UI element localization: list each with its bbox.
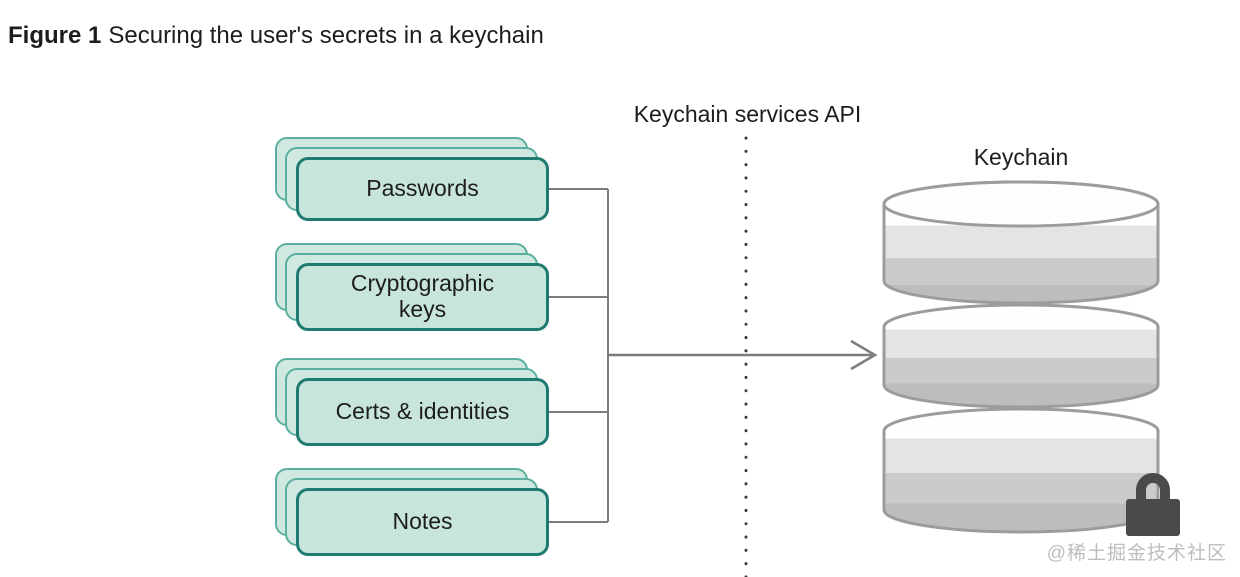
secret-card-label: Notes	[392, 508, 453, 535]
secret-card-label: Passwords	[366, 175, 479, 202]
lock-icon	[1126, 473, 1180, 536]
secret-card-cryptographic-keys: Cryptographic keys	[296, 263, 549, 331]
secret-card-label: Cryptographic keys	[350, 270, 495, 322]
connector-lines	[549, 188, 609, 523]
watermark: @稀土掘金技术社区	[1046, 543, 1227, 564]
database-icon	[882, 180, 1160, 534]
secret-card-certs-identities: Certs & identities	[296, 378, 549, 446]
keychain-label: Keychain	[973, 144, 1069, 170]
secret-card-passwords: Passwords	[296, 157, 549, 221]
figure-caption-text: Securing the user's secrets in a keychai…	[108, 22, 544, 49]
flow-arrow	[608, 339, 878, 371]
figure-number: Figure 1	[8, 22, 102, 49]
database-top-ellipse	[882, 180, 1160, 228]
secret-card-notes: Notes	[296, 488, 549, 556]
secret-card-label: Certs & identities	[335, 398, 510, 425]
api-boundary-label: Keychain services API	[633, 101, 862, 127]
